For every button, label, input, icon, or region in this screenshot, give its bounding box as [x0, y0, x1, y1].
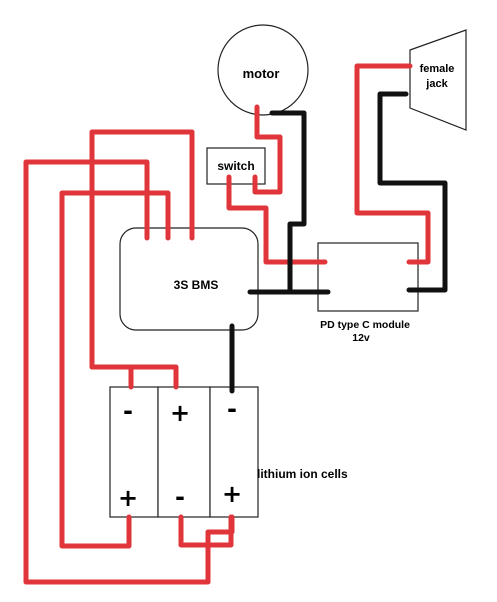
- female-jack: female jack: [409, 29, 467, 131]
- wire-cell1-cell2-bridge: [89, 364, 179, 390]
- pd-module-label-line1: PD type C module: [320, 319, 410, 331]
- wire-bms-top-loop: [89, 129, 195, 370]
- cells-label: lithium ion cells: [257, 467, 348, 481]
- wire-motor-to-pd: [269, 110, 307, 295]
- bms-board: 3S BMS: [119, 227, 259, 331]
- wire-bms-to-cell1-plus: [59, 190, 171, 549]
- cell-2-bottom-terminal: -: [175, 483, 185, 511]
- cell-1-bottom-terminal: +: [118, 484, 138, 512]
- cell-2-top-terminal: +: [170, 399, 190, 427]
- cell-3-top-terminal: -: [227, 395, 237, 423]
- bms-label: 3S BMS: [174, 278, 219, 292]
- wire-bms-to-cell3-plus: [23, 159, 235, 585]
- pd-type-c-module: PD type C module 12v: [317, 242, 419, 344]
- wire-switch-to-pd: [226, 174, 328, 265]
- switch-label: switch: [217, 159, 254, 173]
- wire-jack-to-pd: [354, 63, 431, 265]
- cell-2: [157, 386, 211, 518]
- cell-3-bottom-terminal: +: [222, 480, 242, 508]
- cell-3: [209, 386, 259, 518]
- motor: motor: [217, 24, 309, 116]
- wire-jack-to-pd-negative: [377, 91, 448, 293]
- battery-pack: lithium ion cells - + + - - +: [109, 386, 348, 518]
- cell-1-top-terminal: -: [123, 397, 133, 425]
- pd-module-label-line2: 12v: [352, 332, 370, 344]
- female-jack-label-line2: jack: [425, 78, 448, 90]
- female-jack-label-line1: female: [420, 63, 455, 75]
- positive-wires: [23, 63, 431, 585]
- wire-motor-to-switch: [252, 104, 283, 195]
- negative-wires: [229, 91, 448, 394]
- motor-label: motor: [243, 66, 280, 81]
- wire-cell2-cell3-bridge: [178, 514, 234, 548]
